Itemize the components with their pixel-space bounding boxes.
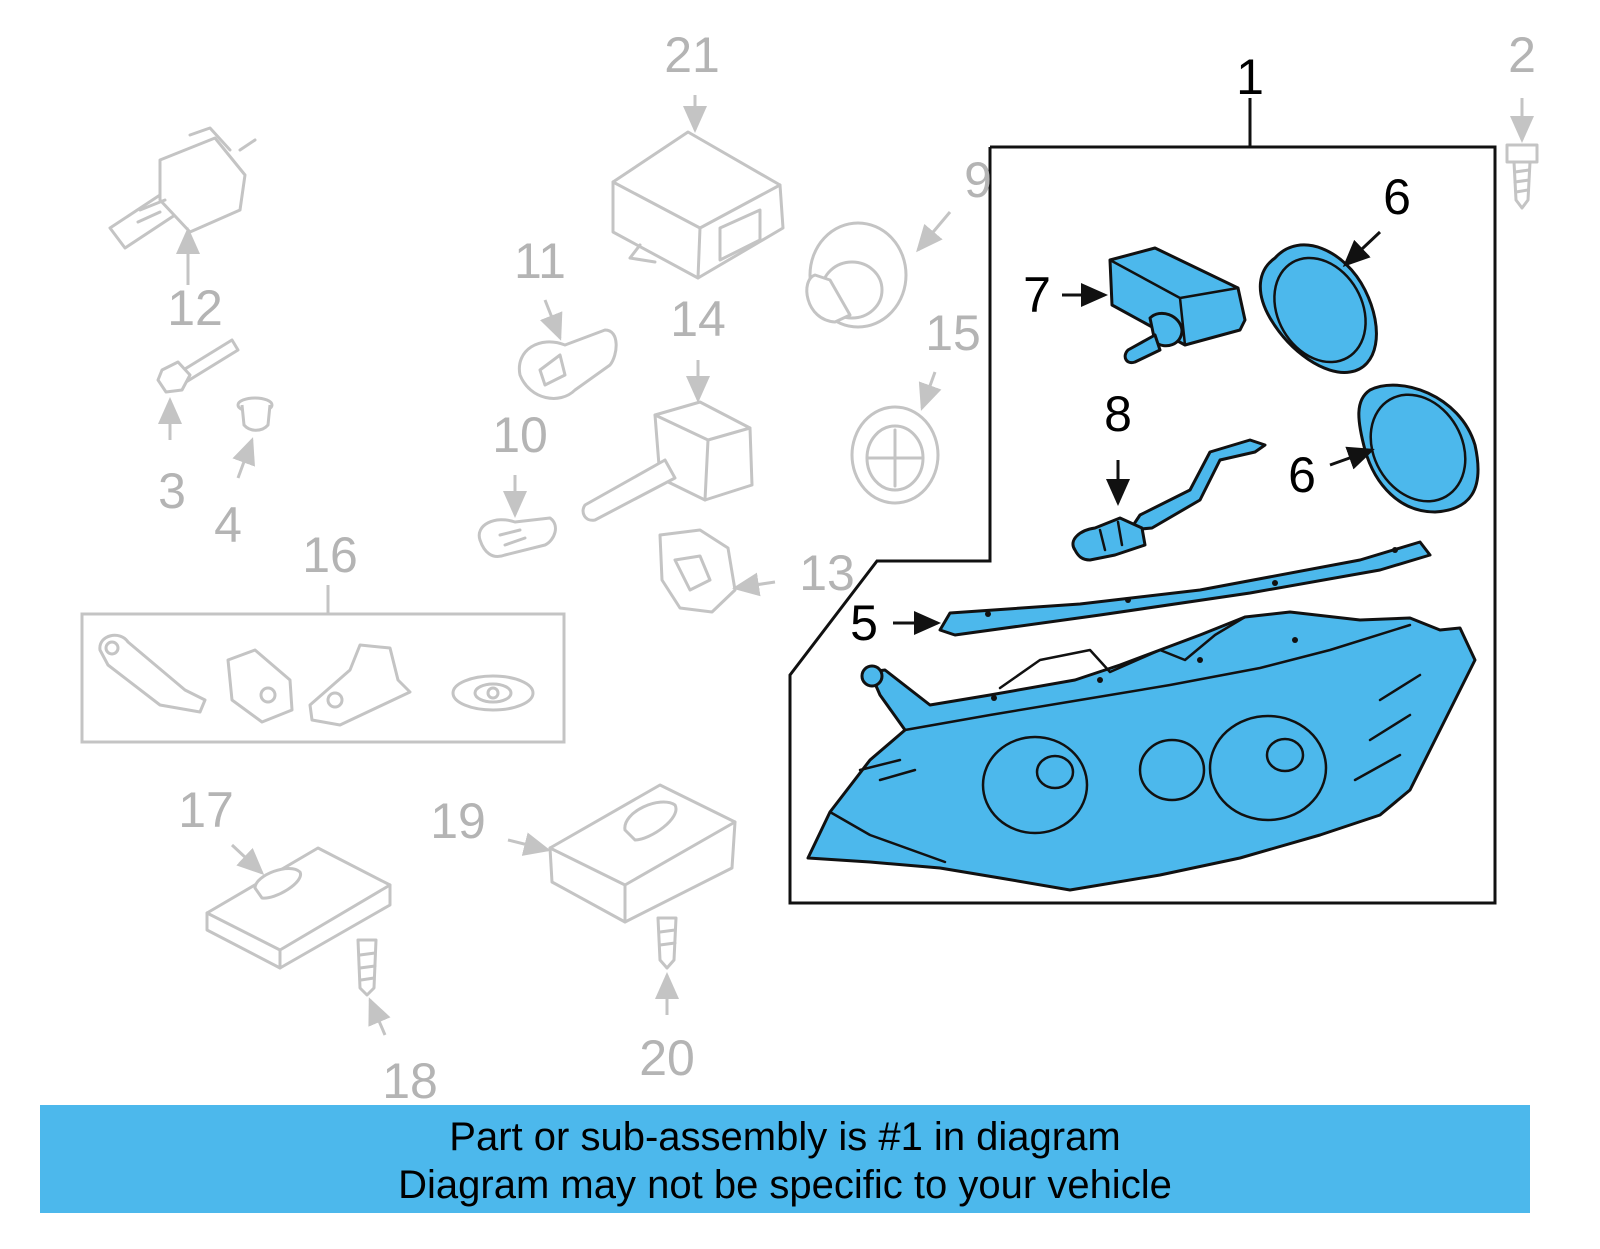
callout-17: 17 — [178, 782, 234, 838]
callout-18: 18 — [382, 1053, 438, 1109]
part-18-screw[interactable] — [356, 938, 378, 997]
part-6-cap-lower[interactable] — [1352, 378, 1484, 519]
callout-15: 15 — [925, 305, 981, 361]
callout-9: 9 — [964, 152, 992, 208]
callout-6b: 6 — [1288, 447, 1316, 503]
callout-19: 19 — [430, 793, 486, 849]
callout-11: 11 — [514, 233, 566, 289]
callout-4: 4 — [214, 497, 242, 553]
part-16-bracket-kit[interactable] — [80, 612, 566, 744]
part-5-trim-strip[interactable] — [938, 540, 1432, 637]
callout-12: 12 — [167, 280, 223, 336]
callout-8: 8 — [1104, 386, 1132, 442]
callout-13: 13 — [799, 545, 855, 601]
part-16-brackets — [98, 633, 535, 727]
part-9-socket[interactable] — [805, 221, 908, 329]
part-20-screw[interactable] — [656, 916, 678, 970]
part-10-bulb[interactable] — [477, 516, 557, 558]
callout-20: 20 — [639, 1030, 695, 1086]
part-14-hid-bulb[interactable] — [581, 400, 754, 522]
part-3-bolt[interactable] — [156, 338, 240, 394]
part-15-cap[interactable] — [850, 405, 940, 505]
part-8-harness[interactable] — [1071, 438, 1267, 562]
assembly-outline — [788, 145, 1497, 905]
part-2-screw[interactable] — [1505, 143, 1539, 210]
callout-14: 14 — [670, 291, 726, 347]
callout-6a: 6 — [1383, 169, 1411, 225]
callout-5: 5 — [850, 595, 878, 651]
part-4-clip[interactable] — [236, 396, 274, 432]
callout-2: 2 — [1508, 27, 1536, 83]
caption-line-2: Diagram may not be specific to your vehi… — [398, 1163, 1172, 1207]
part-6-cap-upper[interactable] — [1256, 241, 1384, 378]
part-21-control-module[interactable] — [611, 130, 785, 280]
part-11-bulb[interactable] — [517, 328, 618, 400]
callout-10: 10 — [492, 407, 548, 463]
callout-3: 3 — [158, 463, 186, 519]
part-7-leveling-motor[interactable] — [1108, 246, 1247, 365]
callout-7: 7 — [1023, 267, 1051, 323]
part-17-ballast[interactable] — [205, 846, 392, 970]
caption-banner: Part or sub-assembly is #1 in diagram Di… — [40, 1105, 1530, 1213]
callout-21: 21 — [664, 27, 720, 83]
part-13-igniter[interactable] — [658, 528, 737, 614]
part-12-bulb[interactable] — [108, 126, 257, 250]
callout-1: 1 — [1236, 49, 1264, 105]
part-1-headlamp-assembly[interactable] — [806, 610, 1477, 892]
caption-line-1: Part or sub-assembly is #1 in diagram — [449, 1115, 1121, 1159]
callout-16: 16 — [302, 527, 358, 583]
part-19-ballast[interactable] — [548, 783, 737, 924]
